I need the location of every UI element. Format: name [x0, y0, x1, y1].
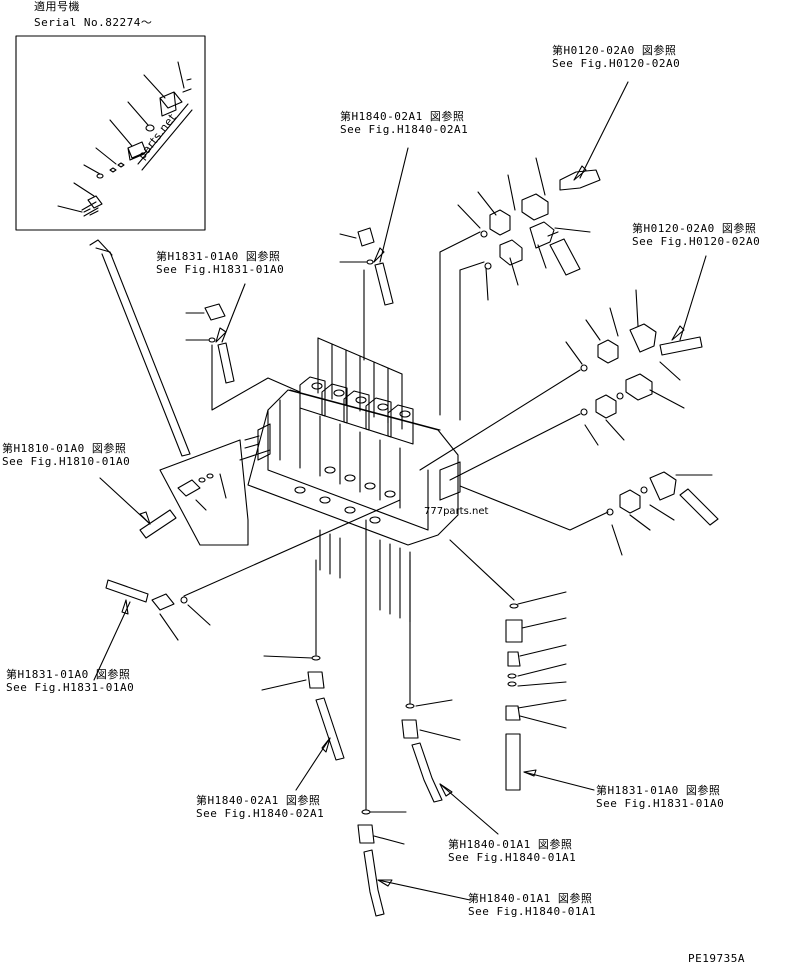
ref-jp: 第H1840-01A1 図参照	[448, 838, 573, 851]
fittings-right-middle	[419, 255, 707, 481]
inset-box	[15, 35, 206, 231]
fittings-top-center	[339, 147, 409, 361]
ref-jp: 第H1840-02A1 図参照	[196, 794, 321, 807]
fittings-top-right	[439, 81, 629, 421]
serial-label-text: Serial No.82274～	[34, 16, 153, 29]
control-valve-body	[244, 337, 461, 623]
fittings-right-bottom	[449, 539, 595, 791]
ref-en: See Fig.H1810-01A0	[2, 455, 131, 468]
fittings-bottom	[261, 519, 499, 917]
ref-en: See Fig.H1840-01A1	[448, 851, 577, 864]
fittings-right-lower	[459, 471, 719, 556]
ref-label: 第H1840-01A1 図参照 See Fig.H1840-01A1	[468, 892, 596, 918]
ref-en: See Fig.H1840-01A1	[468, 905, 597, 918]
ref-en: See Fig.H1840-02A1	[340, 123, 469, 136]
ref-en: See Fig.H1831-01A0	[6, 681, 135, 694]
inset-arrow	[89, 239, 191, 457]
ref-en: See Fig.H1840-02A1	[196, 807, 325, 820]
ref-jp: 第H1831-01A0 図参照	[6, 668, 131, 681]
inset-applicable-label: 適用号機	[34, 0, 80, 13]
ref-label: 第H1831-01A0 図参照 See Fig.H1831-01A0	[596, 784, 724, 810]
ref-en: See Fig.H0120-02A0	[552, 57, 681, 70]
ref-label: 第H1831-01A0 図参照 See Fig.H1831-01A0	[6, 668, 134, 694]
ref-jp: 第H1831-01A0 図参照	[156, 250, 281, 263]
inset-serial-label: Serial No.82274～	[34, 16, 152, 29]
ref-label: 第H0120-02A0 図参照 See Fig.H0120-02A0	[632, 222, 760, 248]
fittings-left-lower	[93, 499, 401, 681]
ref-label: 第H1840-01A1 図参照 See Fig.H1840-01A1	[448, 838, 576, 864]
ref-label: 第H1810-01A0 図参照 See Fig.H1810-01A0	[2, 442, 130, 468]
ref-label: 第H0120-02A0 図参照 See Fig.H0120-02A0	[552, 44, 680, 70]
ref-jp: 第H1840-01A1 図参照	[468, 892, 593, 905]
watermark: 777parts.net	[424, 506, 489, 517]
ref-en: See Fig.H1831-01A0	[156, 263, 285, 276]
ref-en: See Fig.H1831-01A0	[596, 797, 725, 810]
ref-label: 第H1840-02A1 図参照 See Fig.H1840-02A1	[196, 794, 324, 820]
ref-jp: 第H1831-01A0 図参照	[596, 784, 721, 797]
fittings-left-middle	[99, 439, 271, 546]
ref-jp: 第H1810-01A0 図参照	[2, 442, 127, 455]
drawing-number: PE19735A	[688, 952, 745, 965]
ref-jp: 第H0120-02A0 図参照	[552, 44, 677, 57]
ref-label: 第H1831-01A0 図参照 See Fig.H1831-01A0	[156, 250, 284, 276]
ref-jp: 第H1840-02A1 図参照	[340, 110, 465, 123]
fittings-left-upper	[185, 283, 301, 411]
ref-jp: 第H0120-02A0 図参照	[632, 222, 757, 235]
ref-en: See Fig.H0120-02A0	[632, 235, 761, 248]
applicable-label-text: 適用号機	[34, 0, 80, 13]
ref-label: 第H1840-02A1 図参照 See Fig.H1840-02A1	[340, 110, 468, 136]
